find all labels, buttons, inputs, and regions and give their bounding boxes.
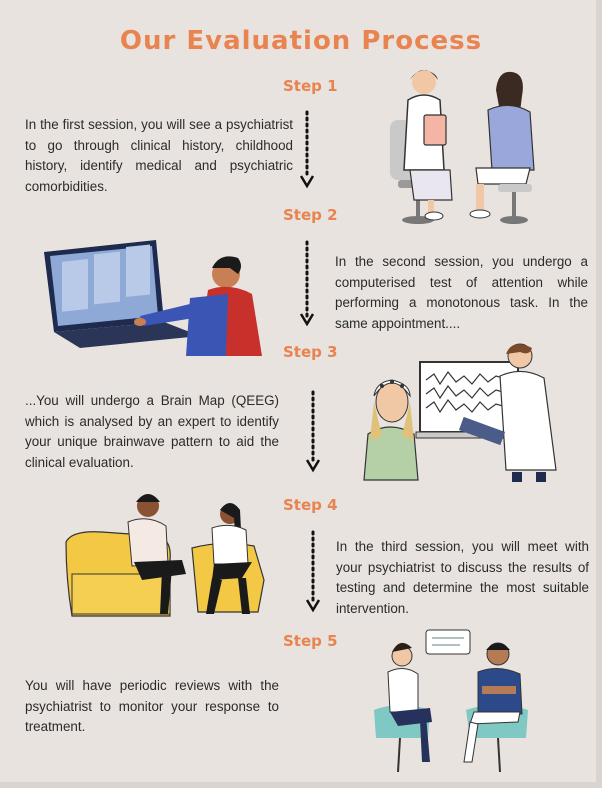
step-1-text: In the first session, you will see a psy… <box>25 117 293 194</box>
step-2-text: In the second session, you undergo a com… <box>335 254 588 331</box>
page-title: Our Evaluation Process <box>119 26 483 56</box>
step-3-dotted-arrow <box>306 390 320 473</box>
step-4-dotted-arrow <box>306 530 320 613</box>
bottom-border <box>0 782 602 788</box>
step-4-text: In the third session, you will meet with… <box>336 539 589 616</box>
right-border <box>596 0 602 788</box>
step-4-label: Step 4 <box>283 496 338 514</box>
brain-map-qeeg-illustration <box>363 343 557 482</box>
step-3-label: Step 3 <box>283 343 338 361</box>
step-5-text: You will have periodic reviews with the … <box>25 678 279 734</box>
results-discussion-illustration <box>65 494 265 617</box>
step-1-dotted-arrow <box>300 110 314 189</box>
computer-test-illustration <box>44 240 262 356</box>
step-2-dotted-arrow <box>300 240 314 327</box>
psychiatrist-consultation-illustration <box>390 70 535 224</box>
step-5-label: Step 5 <box>283 632 338 650</box>
step-2-label: Step 2 <box>283 206 338 224</box>
step-1-label: Step 1 <box>283 77 338 95</box>
step-3-text: ...You will undergo a Brain Map (QEEG) w… <box>25 393 279 470</box>
periodic-review-illustration <box>374 629 528 773</box>
